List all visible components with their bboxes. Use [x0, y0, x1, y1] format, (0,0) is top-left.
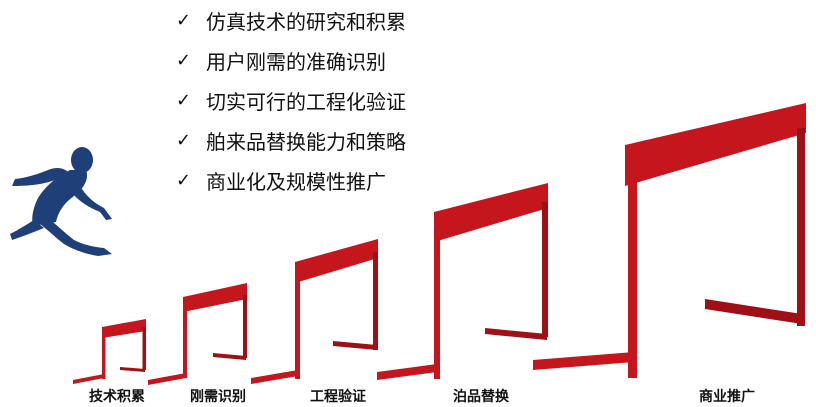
hurdler-head — [71, 147, 93, 173]
checkmark-icon: ✓ — [176, 49, 192, 71]
stage-label: 泊品替换 — [453, 388, 510, 405]
hurdle-1 — [73, 319, 146, 384]
hurdler-arm-front — [74, 186, 112, 220]
checklist-item-text: 舶来品替换能力和策略 — [206, 131, 406, 154]
stage-label: 商业推广 — [699, 388, 755, 405]
hurdler-leg-lead — [10, 220, 44, 240]
hurdle-5 — [533, 103, 806, 378]
hurdle-3 — [251, 239, 378, 384]
hurdler-leg-trail — [40, 218, 112, 256]
hurdler-arm-back — [12, 168, 72, 186]
stage-label: 工程验证 — [310, 388, 366, 405]
hurdler-figure — [10, 147, 112, 256]
checklist-item: ✓ 用户刚需的准确识别 — [176, 40, 406, 80]
checklist-item: ✓ 切实可行的工程化验证 — [176, 80, 406, 120]
checkmark-icon: ✓ — [176, 129, 192, 151]
stage-label: 技术积累 — [89, 388, 145, 405]
checklist-item: ✓ 仿真技术的研究和积累 — [176, 0, 406, 40]
checklist-item-text: 用户刚需的准确识别 — [206, 51, 386, 74]
checklist-item: ✓ 商业化及规模性推广 — [176, 160, 406, 200]
checkmark-icon: ✓ — [176, 9, 192, 31]
hurdler-torso — [32, 170, 88, 226]
checklist-item-text: 切实可行的工程化验证 — [206, 91, 406, 114]
hurdle-4 — [377, 183, 548, 380]
checklist: ✓ 仿真技术的研究和积累 ✓ 用户刚需的准确识别 ✓ 切实可行的工程化验证 ✓ … — [176, 0, 406, 200]
checklist-item-text: 仿真技术的研究和积累 — [206, 11, 406, 34]
checklist-item: ✓ 舶来品替换能力和策略 — [176, 120, 406, 160]
checkmark-icon: ✓ — [176, 89, 192, 111]
hurdle-2 — [148, 283, 247, 385]
stage-label: 刚需识别 — [190, 388, 246, 405]
checkmark-icon: ✓ — [176, 169, 192, 191]
checklist-item-text: 商业化及规模性推广 — [206, 171, 386, 194]
